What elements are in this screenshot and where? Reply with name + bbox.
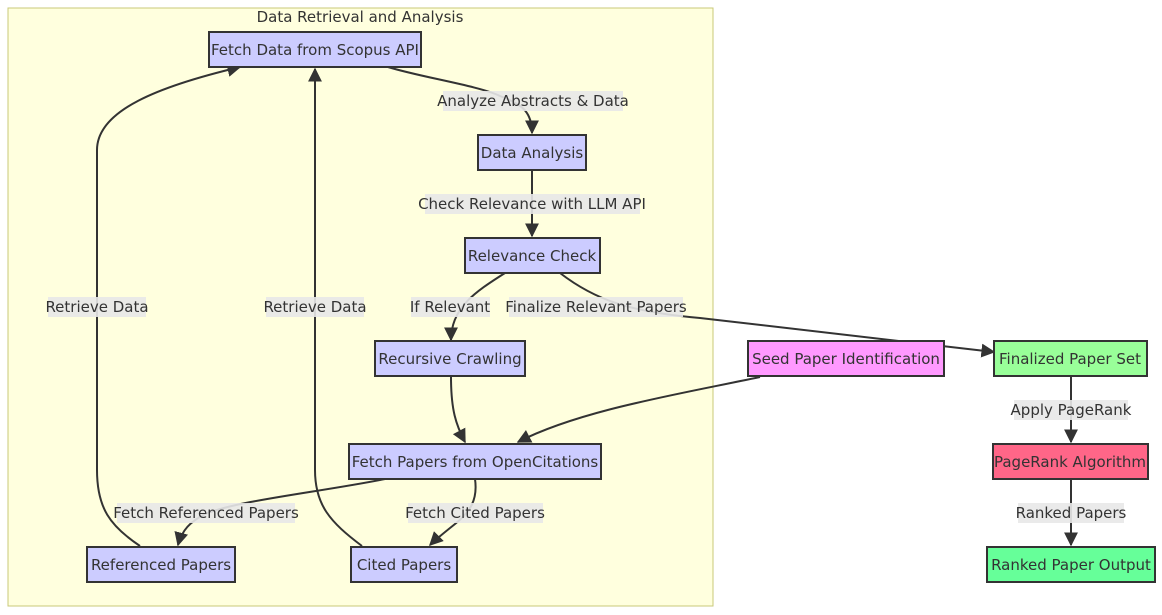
node-label: Finalized Paper Set — [999, 350, 1141, 368]
node-label: Cited Papers — [357, 556, 452, 574]
edge-label-finalize: Finalize Relevant Papers — [505, 297, 687, 317]
subgraph-title: Data Retrieval and Analysis — [257, 8, 464, 26]
node-relevance-check[interactable]: Relevance Check — [464, 237, 601, 274]
svg-text:Retrieve Data: Retrieve Data — [45, 298, 148, 316]
node-label: Fetch Data from Scopus API — [211, 41, 419, 59]
node-label: Referenced Papers — [91, 556, 231, 574]
edge-label-analyze: Analyze Abstracts & Data — [437, 91, 629, 111]
svg-text:Check Relevance with LLM API: Check Relevance with LLM API — [418, 195, 646, 213]
edge-referenced-to-fetch — [96, 63, 242, 547]
svg-text:Fetch Cited Papers: Fetch Cited Papers — [405, 504, 545, 522]
edge-opencitations-to-cited — [429, 478, 477, 546]
svg-text:Fetch Referenced Papers: Fetch Referenced Papers — [113, 504, 299, 522]
edge-seed-to-opencitations — [516, 376, 761, 443]
edge-label-ranked-papers: Ranked Papers — [1016, 503, 1127, 523]
node-label: Fetch Papers from OpenCitations — [352, 453, 599, 471]
edge-label-fetch-cited: Fetch Cited Papers — [405, 503, 545, 523]
node-fetch-opencitations[interactable]: Fetch Papers from OpenCitations — [348, 443, 602, 480]
edge-crawling-to-opencitations — [450, 376, 466, 444]
svg-text:If Relevant: If Relevant — [410, 298, 490, 316]
svg-text:Finalize Relevant Papers: Finalize Relevant Papers — [505, 298, 687, 316]
svg-text:Apply PageRank: Apply PageRank — [1011, 401, 1132, 419]
edge-label-fetch-referenced: Fetch Referenced Papers — [113, 503, 299, 523]
svg-text:Ranked Papers: Ranked Papers — [1016, 504, 1127, 522]
node-referenced-papers[interactable]: Referenced Papers — [86, 546, 236, 583]
node-pagerank[interactable]: PageRank Algorithm — [992, 443, 1149, 480]
node-label: Data Analysis — [481, 144, 584, 162]
edge-label-retrieve-mid: Retrieve Data — [263, 297, 367, 317]
node-seed-paper[interactable]: Seed Paper Identification — [747, 340, 945, 377]
node-label: Ranked Paper Output — [991, 556, 1151, 574]
node-label: Recursive Crawling — [378, 350, 521, 368]
node-fetch-scopus[interactable]: Fetch Data from Scopus API — [208, 31, 422, 68]
edge-label-apply-pagerank: Apply PageRank — [1011, 400, 1132, 420]
svg-text:Analyze Abstracts & Data: Analyze Abstracts & Data — [437, 92, 629, 110]
node-finalized-set[interactable]: Finalized Paper Set — [993, 340, 1148, 377]
node-ranked-output[interactable]: Ranked Paper Output — [986, 546, 1156, 583]
node-label: Relevance Check — [468, 247, 597, 265]
edge-label-retrieve-left: Retrieve Data — [45, 297, 149, 317]
node-recursive-crawling[interactable]: Recursive Crawling — [374, 340, 526, 377]
node-cited-papers[interactable]: Cited Papers — [350, 546, 458, 583]
node-label: PageRank Algorithm — [994, 453, 1146, 471]
edge-label-check-relevance: Check Relevance with LLM API — [418, 194, 646, 214]
edge-label-if-relevant: If Relevant — [410, 297, 490, 317]
edge-cited-to-fetch — [308, 67, 363, 547]
node-data-analysis[interactable]: Data Analysis — [477, 134, 587, 171]
node-label: Seed Paper Identification — [752, 350, 940, 368]
svg-text:Retrieve Data: Retrieve Data — [263, 298, 366, 316]
